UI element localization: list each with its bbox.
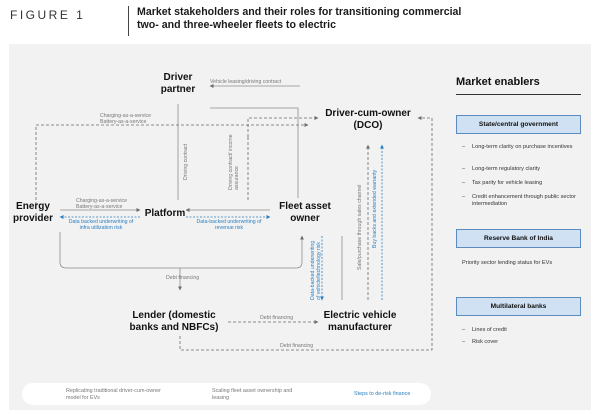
label-debt-financing-lender: Debt financing: [260, 315, 294, 321]
enabler-item: –Long-term clarity on purchase incentive…: [462, 144, 573, 150]
enabler-item: –Lines of credit: [462, 327, 507, 333]
label-driving-contract: Driving contract: [183, 143, 189, 180]
label-caas-mid: Charging-as-a-service: [76, 198, 128, 204]
enabler-box-government: State/central government: [456, 115, 581, 134]
label-caas-top: Charging-as-a-service: [100, 113, 152, 119]
node-energy-provider: Energy provider: [12, 201, 53, 224]
edge-income-assurance-top: [247, 116, 319, 137]
label-data-revenue: Data-backed underwriting of revenue risk: [196, 219, 262, 231]
legend: [22, 383, 431, 405]
enabler-box-rbi: Reserve Bank of India: [456, 229, 581, 248]
label-vehicle-leasing: Vehicle leasing/driving contract: [210, 79, 282, 85]
enabler-item: Priority sector lending status for EVs: [462, 260, 553, 266]
enablers-title: Market enablers: [456, 76, 540, 88]
label-sale-purchase: Sale/purchase through sales channel: [357, 184, 363, 270]
enabler-box-multilateral: Multilateral banks: [456, 297, 581, 316]
node-dco: Driver-cum-owner (DCO): [325, 108, 411, 131]
title-separator: [128, 6, 129, 36]
enabler-item: –Risk cover: [462, 339, 499, 345]
label-debt-financing-bottom: Debt financing: [280, 343, 314, 349]
label-buyback: Buy backs and extended warranty: [372, 169, 378, 248]
enabler-item: –Long-term regulatory clarity: [462, 166, 541, 172]
edge-debt-financing-mid: [59, 232, 304, 269]
legend-dashed-text: Replicating traditional driver-cum-owner…: [66, 388, 161, 401]
label-baas-mid: Battery-as-a-service: [76, 204, 123, 210]
node-fleet-asset-owner: Fleet asset owner: [279, 201, 331, 224]
label-data-vehicle: Data-backed underwriting of vehicle/tech…: [310, 240, 322, 300]
enabler-item: –Credit enhancement through public secto…: [462, 194, 576, 207]
node-driver-partner: Driver partner: [160, 72, 196, 95]
node-ev-manufacturer: Electric vehicle manufacturer: [323, 310, 397, 333]
node-platform: Platform: [144, 208, 186, 219]
edge-fleet-to-driver: [210, 107, 299, 198]
node-lender: Lender (domestic banks and NBFCs): [129, 310, 219, 333]
label-income-assurance: Driving contract/ income assurance: [228, 134, 240, 190]
diagram-panel: [9, 44, 591, 410]
figure-label: FIGURE 1: [10, 8, 86, 22]
label-baas-top: Battery-as-a-service: [100, 119, 147, 125]
label-debt-financing-mid: Debt financing: [166, 275, 200, 281]
edge-debt-financing-bottom: [179, 116, 433, 351]
label-data-infra: Data backed underwriting of infra utiliz…: [68, 219, 134, 231]
edge-caas-top: [35, 123, 309, 205]
legend-blue-text: Steps to de-risk finance: [354, 391, 411, 397]
legend-solid-text: Scaling fleet asset ownership and leasin…: [212, 388, 293, 401]
enablers-rule: [456, 94, 581, 95]
enabler-item: –Tax parity for vehicle leasing: [462, 180, 543, 186]
figure-title: Market stakeholders and their roles for …: [137, 6, 462, 31]
